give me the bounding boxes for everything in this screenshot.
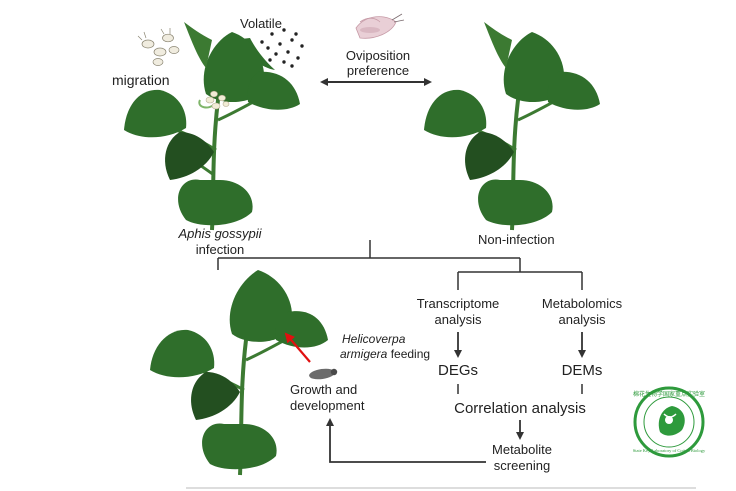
label-aphis-infection: Aphis gossypii infection [178, 226, 261, 258]
label-growth-line2: development [290, 398, 365, 413]
metabolite-line1: Metabolite [492, 442, 552, 457]
cotton-plant-infected [124, 22, 300, 231]
node-correlation-analysis: Correlation analysis [454, 400, 586, 417]
label-oviposition: Oviposition preference [346, 48, 410, 78]
label-oviposition-line2: preference [346, 63, 410, 78]
caterpillar-icon [309, 368, 338, 380]
label-volatile: Volatile [240, 16, 282, 31]
label-helicoverpa: Helicoverpa armigera feeding [322, 332, 430, 362]
cotton-plant-feeding [150, 270, 328, 476]
metabolomics-line1: Metabolomics [541, 296, 623, 311]
svg-text:State Key Laboratory of Cotton: State Key Laboratory of Cotton Biology [633, 448, 706, 453]
node-metabolite-screening: Metabolite screening [492, 442, 552, 474]
aphid-swarm-icon [137, 28, 180, 66]
metabolomics-line2: analysis [558, 312, 606, 327]
svg-text:棉花生物学国家重点实验室: 棉花生物学国家重点实验室 [633, 390, 705, 398]
label-migration: migration [112, 72, 170, 88]
lab-logo: 棉花生物学国家重点实验室 State Key Laboratory of Cot… [633, 386, 706, 458]
node-degs: DEGs [437, 362, 479, 379]
label-feeding-word: feeding [387, 347, 431, 361]
node-metabolomics-analysis: Metabolomics analysis [542, 296, 622, 328]
label-helicoverpa-species: Helicoverpa [342, 332, 406, 346]
feeding-red-arrow [284, 332, 311, 363]
label-growth-line1: Growth and [290, 382, 358, 397]
label-growth-development: Growth and development [290, 382, 364, 414]
node-transcriptome-analysis: Transcriptome analysis [417, 296, 500, 328]
label-non-infection: Non-infection [478, 232, 555, 247]
cotton-plant-non-infected [424, 22, 600, 231]
label-helicoverpa-feeding: armigera feeding [322, 347, 430, 362]
label-helicoverpa-genus: armigera [340, 347, 388, 361]
transcriptome-line1: Transcriptome [416, 296, 500, 311]
label-aphis-species: Aphis gossypii [178, 226, 262, 241]
label-oviposition-line1: Oviposition [345, 48, 411, 63]
transcriptome-line2: analysis [434, 312, 482, 327]
screening-to-growth-arrow [326, 418, 486, 463]
moth-icon [355, 13, 405, 39]
connector-lines [217, 240, 583, 290]
node-dems: DEMs [561, 362, 603, 379]
label-aphis-infection-word: infection [195, 242, 245, 257]
volatile-dots-icon [260, 28, 304, 68]
metabolite-line2: screening [493, 458, 551, 473]
